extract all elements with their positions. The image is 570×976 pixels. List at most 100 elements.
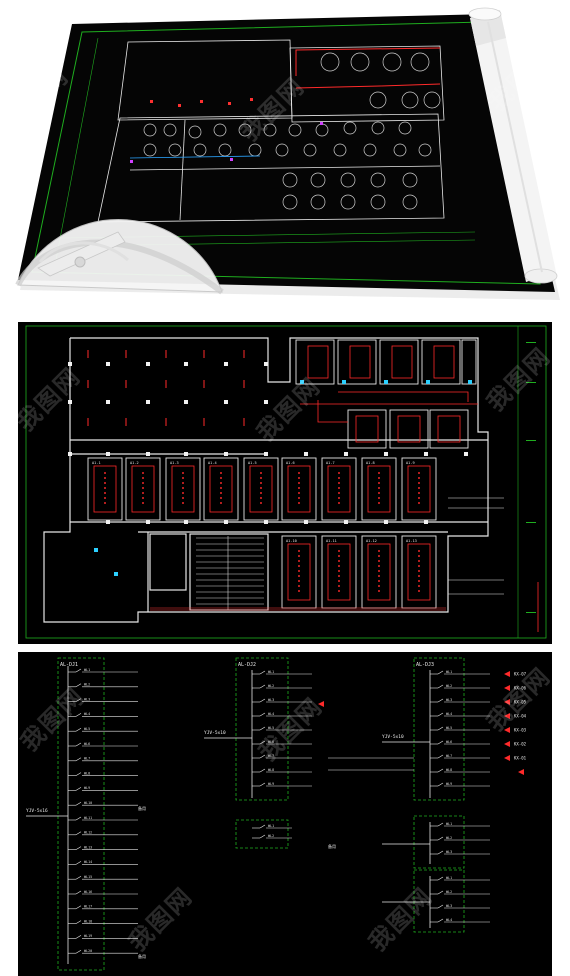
circuit-code: WL1 [84, 668, 90, 672]
spare-label: 备用 [138, 953, 146, 959]
circuit-code: WL19 [84, 934, 92, 938]
panel-b-feed: YJV-5x10 [204, 730, 226, 736]
panel-b-title: AL-DJ2 [238, 662, 256, 668]
circuit-code: WL9 [268, 782, 274, 786]
private-room [125, 457, 161, 521]
circuit-code: WL8 [268, 768, 274, 772]
private-room [243, 457, 279, 521]
kx-label: KX-04 [514, 714, 527, 719]
circuit-code: WL5 [268, 726, 274, 730]
kx-marker [504, 671, 510, 677]
light-fixtures-upper [87, 350, 245, 426]
circuit-code: WL18 [84, 919, 92, 923]
circuit-code: WL3 [268, 698, 274, 702]
perimeter-wiring [150, 607, 446, 611]
circuit-code: WL6 [84, 742, 90, 746]
switch-symbols [94, 380, 472, 576]
blueprint-perspective-drawing [15, 7, 560, 300]
private-room [321, 457, 357, 521]
circuit-code: WL4 [268, 712, 274, 716]
panel-box-c [413, 657, 465, 801]
cad-sheet [18, 14, 555, 292]
panel-a-title: AL-DJ1 [60, 662, 78, 668]
private-room [87, 457, 123, 521]
kx-marker [504, 713, 510, 719]
circuit-code: WL3 [446, 904, 452, 908]
room-tag: A1-7 [326, 461, 335, 465]
private-room [401, 457, 437, 521]
structural-columns [68, 362, 468, 524]
circuit-code: WL2 [446, 836, 452, 840]
room-tag: A1-6 [286, 461, 295, 465]
spare-label: 备用 [138, 805, 146, 811]
room-tag: A1-13 [406, 539, 417, 543]
room-tag: A1-1 [92, 461, 101, 465]
circuit-code: WL3 [446, 698, 452, 702]
spare-label: 备用 [328, 843, 336, 849]
paper-roll [468, 7, 558, 284]
panel-box-a [57, 657, 105, 971]
panel-box-b [235, 657, 289, 801]
blueprint-perspective-panel [0, 0, 570, 305]
distribution-schematic-drawing: AL-DJ1 AL-DJ2 AL-DJ3 YJV-5x16 YJV-5x10 Y… [26, 657, 527, 971]
private-room [281, 457, 317, 521]
circuit-code: WL1 [446, 670, 452, 674]
room-tag: A1-10 [286, 539, 297, 543]
circuit-code: WL5 [84, 727, 90, 731]
circuit-code: WL6 [446, 740, 452, 744]
kx-label: KX-02 [514, 742, 527, 747]
kx-outputs: KX-07KX-06KX-05KX-04KX-03KX-02KX-01备用备用备… [138, 671, 527, 959]
circuit-code: WL2 [268, 834, 274, 838]
circuit-code: WL13 [84, 845, 92, 849]
room-tag: A1-12 [366, 539, 377, 543]
circuit-code: WL2 [84, 683, 90, 687]
circuit-code: WL7 [268, 754, 274, 758]
kx-label: KX-03 [514, 728, 527, 733]
circuit-code: WL7 [84, 757, 90, 761]
room-tag: A1-2 [130, 461, 139, 465]
room-tag: A1-3 [170, 461, 179, 465]
circuit-code: WL7 [446, 754, 452, 758]
panel-c-title: AL-DJ3 [416, 662, 434, 668]
kx-label: KX-07 [514, 672, 527, 677]
circuit-code: WL9 [446, 782, 452, 786]
panel-c-feed: YJV-5x10 [382, 734, 404, 740]
circuit-code: WL9 [84, 786, 90, 790]
circuit-code: WL14 [84, 860, 92, 864]
circuit-code: WL11 [84, 816, 92, 820]
distribution-schematic-panel: AL-DJ1 AL-DJ2 AL-DJ3 YJV-5x16 YJV-5x10 Y… [18, 652, 552, 976]
circuit-code: WL8 [446, 768, 452, 772]
kx-marker [504, 685, 510, 691]
circuit-code: WL20 [84, 949, 92, 953]
kx-marker [504, 755, 510, 761]
circuit-code: WL5 [446, 726, 452, 730]
circuit-code: WL10 [84, 801, 92, 805]
circuit-code: WL2 [268, 684, 274, 688]
dining-tables [143, 52, 441, 210]
kx-marker [504, 741, 510, 747]
room-tag: A1-4 [208, 461, 217, 465]
wiring-runs [300, 345, 478, 443]
stairs [196, 536, 264, 610]
circuit-code: WL1 [268, 824, 274, 828]
circuit-code: WL4 [446, 918, 452, 922]
room-tag: A1-9 [406, 461, 415, 465]
circuit-code: WL2 [446, 890, 452, 894]
circuit-code: WL1 [268, 670, 274, 674]
room-tag: A1-5 [248, 461, 257, 465]
circuit-code: WL4 [84, 712, 90, 716]
branch-circuits: WL1WL2WL3WL4WL5WL6WL7WL8WL9WL10WL11WL12W… [68, 668, 490, 954]
protractor-tool [15, 219, 224, 295]
circuit-code: WL15 [84, 875, 92, 879]
circuit-code: WL12 [84, 831, 92, 835]
circuit-code: WL2 [446, 684, 452, 688]
circuit-code: WL16 [84, 890, 92, 894]
kx-marker [504, 727, 510, 733]
circuit-code: WL1 [446, 876, 452, 880]
circuit-code: WL3 [446, 850, 452, 854]
private-room [165, 457, 201, 521]
